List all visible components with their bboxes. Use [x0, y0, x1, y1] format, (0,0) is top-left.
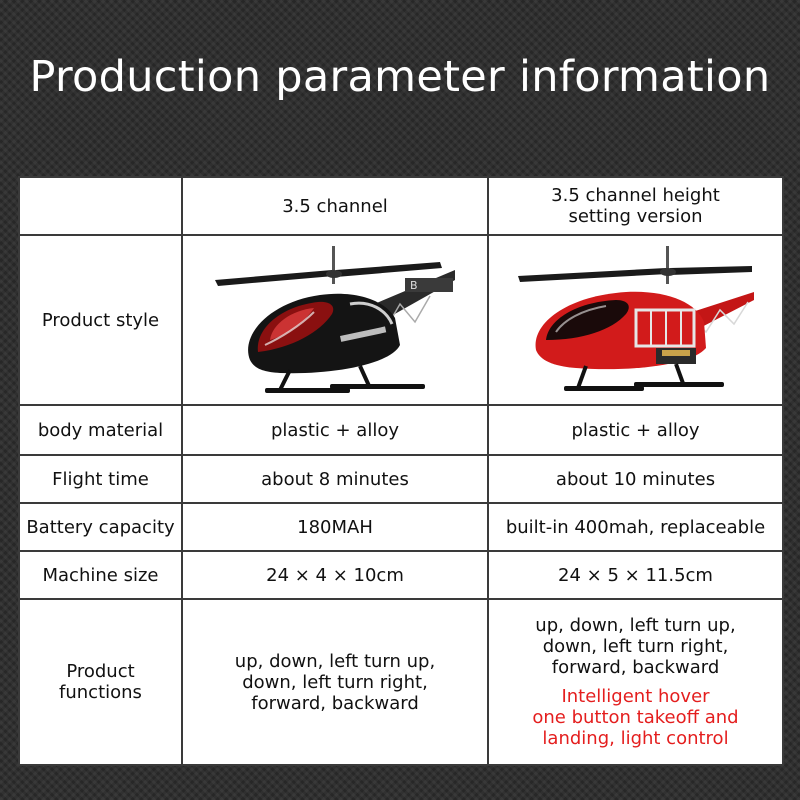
functions-v2: up, down, left turn up, down, left turn …	[487, 598, 784, 766]
functions-v1-line1: up, down, left turn up,	[234, 650, 436, 672]
svg-text:B: B	[410, 279, 418, 292]
functions-v2-line3: forward, backward	[551, 657, 720, 678]
functions-v2-red-line2: one button takeoff and	[532, 707, 739, 728]
material-v1: plastic + alloy	[181, 404, 489, 456]
functions-v1-line3: forward, backward	[251, 692, 419, 714]
functions-label-line1: Product	[66, 661, 135, 682]
table-row-header: 3.5 channel 3.5 channel height setting v…	[18, 176, 784, 236]
page-title: Production parameter information	[29, 52, 771, 102]
functions-v2-line1: up, down, left turn up,	[535, 615, 736, 636]
style-cell-v1: B	[181, 234, 489, 406]
size-v2: 24 × 5 × 11.5cm	[487, 550, 784, 600]
row-label-style: Product style	[18, 234, 183, 406]
flight-v1: about 8 minutes	[181, 454, 489, 504]
table-row-battery: Battery capacity 180MAH built-in 400mah,…	[18, 502, 784, 552]
header-col2-line2: setting version	[568, 206, 703, 227]
row-label-flight: Flight time	[18, 454, 183, 504]
battery-v2: built-in 400mah, replaceable	[487, 502, 784, 552]
table-row-material: body material plastic + alloy plastic + …	[18, 404, 784, 456]
functions-v2-line2: down, left turn right,	[542, 636, 729, 657]
header-col2: 3.5 channel height setting version	[487, 176, 784, 236]
battery-v1: 180MAH	[181, 502, 489, 552]
table-row-style: Product style B	[18, 234, 784, 406]
table-row-flight: Flight time about 8 minutes about 10 min…	[18, 454, 784, 504]
size-v1: 24 × 4 × 10cm	[181, 550, 489, 600]
material-v2: plastic + alloy	[487, 404, 784, 456]
functions-v2-red-line1: Intelligent hover	[561, 686, 710, 707]
style-cell-v2	[487, 234, 784, 406]
flight-v2: about 10 minutes	[487, 454, 784, 504]
functions-v1: up, down, left turn up, down, left turn …	[181, 598, 489, 766]
row-label-size: Machine size	[18, 550, 183, 600]
functions-v2-red-block: Intelligent hover one button takeoff and…	[493, 686, 778, 749]
row-label-battery: Battery capacity	[18, 502, 183, 552]
table-row-size: Machine size 24 × 4 × 10cm 24 × 5 × 11.5…	[18, 550, 784, 600]
functions-v1-line2: down, left turn right,	[242, 671, 428, 693]
black-helicopter-image: B	[215, 246, 455, 393]
header-empty-cell	[18, 176, 183, 236]
row-label-material: body material	[18, 404, 183, 456]
table-row-functions: Product functions up, down, left turn up…	[18, 598, 784, 766]
functions-label-line2: functions	[59, 682, 142, 703]
header-col1: 3.5 channel	[181, 176, 489, 236]
red-helicopter-image	[517, 246, 754, 391]
spec-table: 3.5 channel 3.5 channel height setting v…	[18, 176, 784, 766]
functions-v2-red-line3: landing, light control	[542, 728, 729, 749]
row-label-functions: Product functions	[18, 598, 183, 766]
header-col2-line1: 3.5 channel height	[551, 185, 720, 206]
